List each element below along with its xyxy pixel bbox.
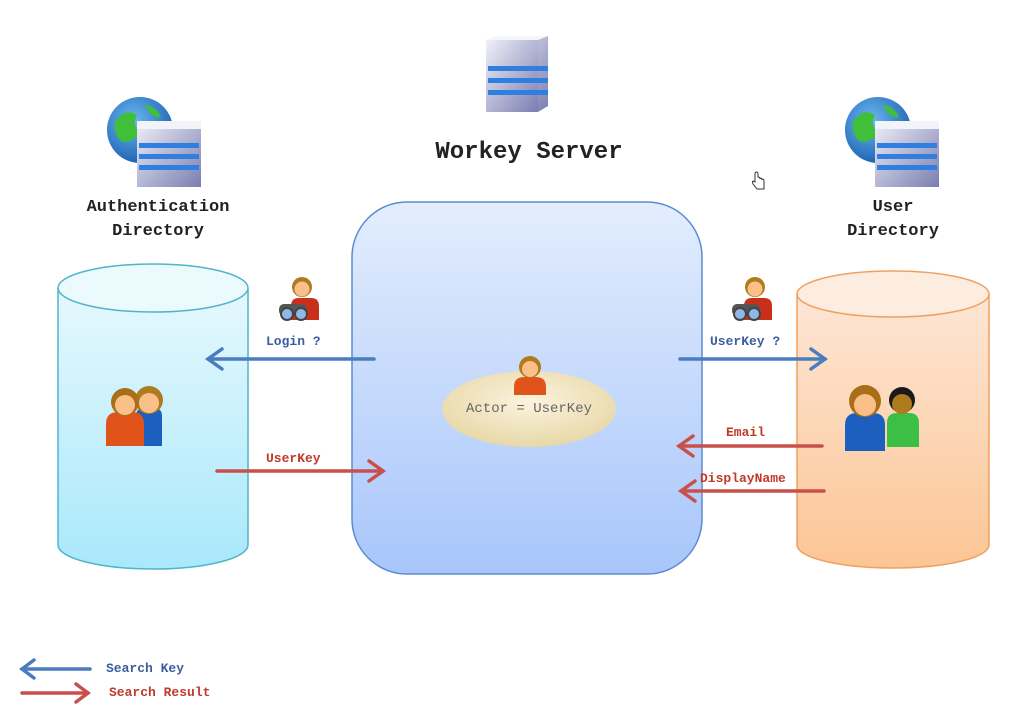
users-group-icon: [106, 386, 163, 446]
flow-label-userkey-result: UserKey: [266, 451, 321, 466]
actor-ellipse: [442, 371, 616, 447]
search-user-icon: [279, 277, 319, 321]
auth-directory-title-line2: Directory: [112, 222, 204, 241]
arrow-email-result: [675, 434, 824, 458]
user-icon: [514, 356, 546, 395]
legend-search-key-label: Search Key: [106, 661, 185, 676]
flow-label-login-query: Login ?: [266, 334, 321, 349]
users-group-icon: [845, 385, 919, 451]
legend-search-key-arrow: [19, 658, 92, 680]
server-icon: [486, 36, 548, 112]
auth-directory-title-line1: Authentication: [86, 198, 230, 217]
arrow-userkey-query: [678, 347, 829, 371]
arrow-displayname-result: [677, 479, 826, 503]
globe-server-icon: [107, 97, 201, 187]
arrow-login-query: [204, 347, 376, 371]
search-user-icon: [732, 277, 772, 321]
legend-search-result-arrow: [20, 682, 91, 704]
flow-label-displayname-result: DisplayName: [700, 471, 786, 486]
actor-label: Actor = UserKey: [465, 401, 593, 417]
user-directory-title-line1: User: [872, 198, 914, 217]
user-directory-title-line2: Directory: [847, 222, 939, 241]
arrow-userkey-result: [215, 459, 387, 483]
hand-cursor-icon: [752, 171, 765, 190]
flow-label-email-result: Email: [726, 425, 766, 440]
globe-server-icon: [845, 97, 939, 187]
flow-label-userkey-query: UserKey ?: [710, 334, 781, 349]
auth-directory-title: Authentication Directory: [60, 196, 256, 244]
user-directory-title: User Directory: [810, 196, 976, 244]
workey-server-title: Workey Server: [435, 139, 623, 166]
legend-search-result-label: Search Result: [109, 685, 211, 700]
